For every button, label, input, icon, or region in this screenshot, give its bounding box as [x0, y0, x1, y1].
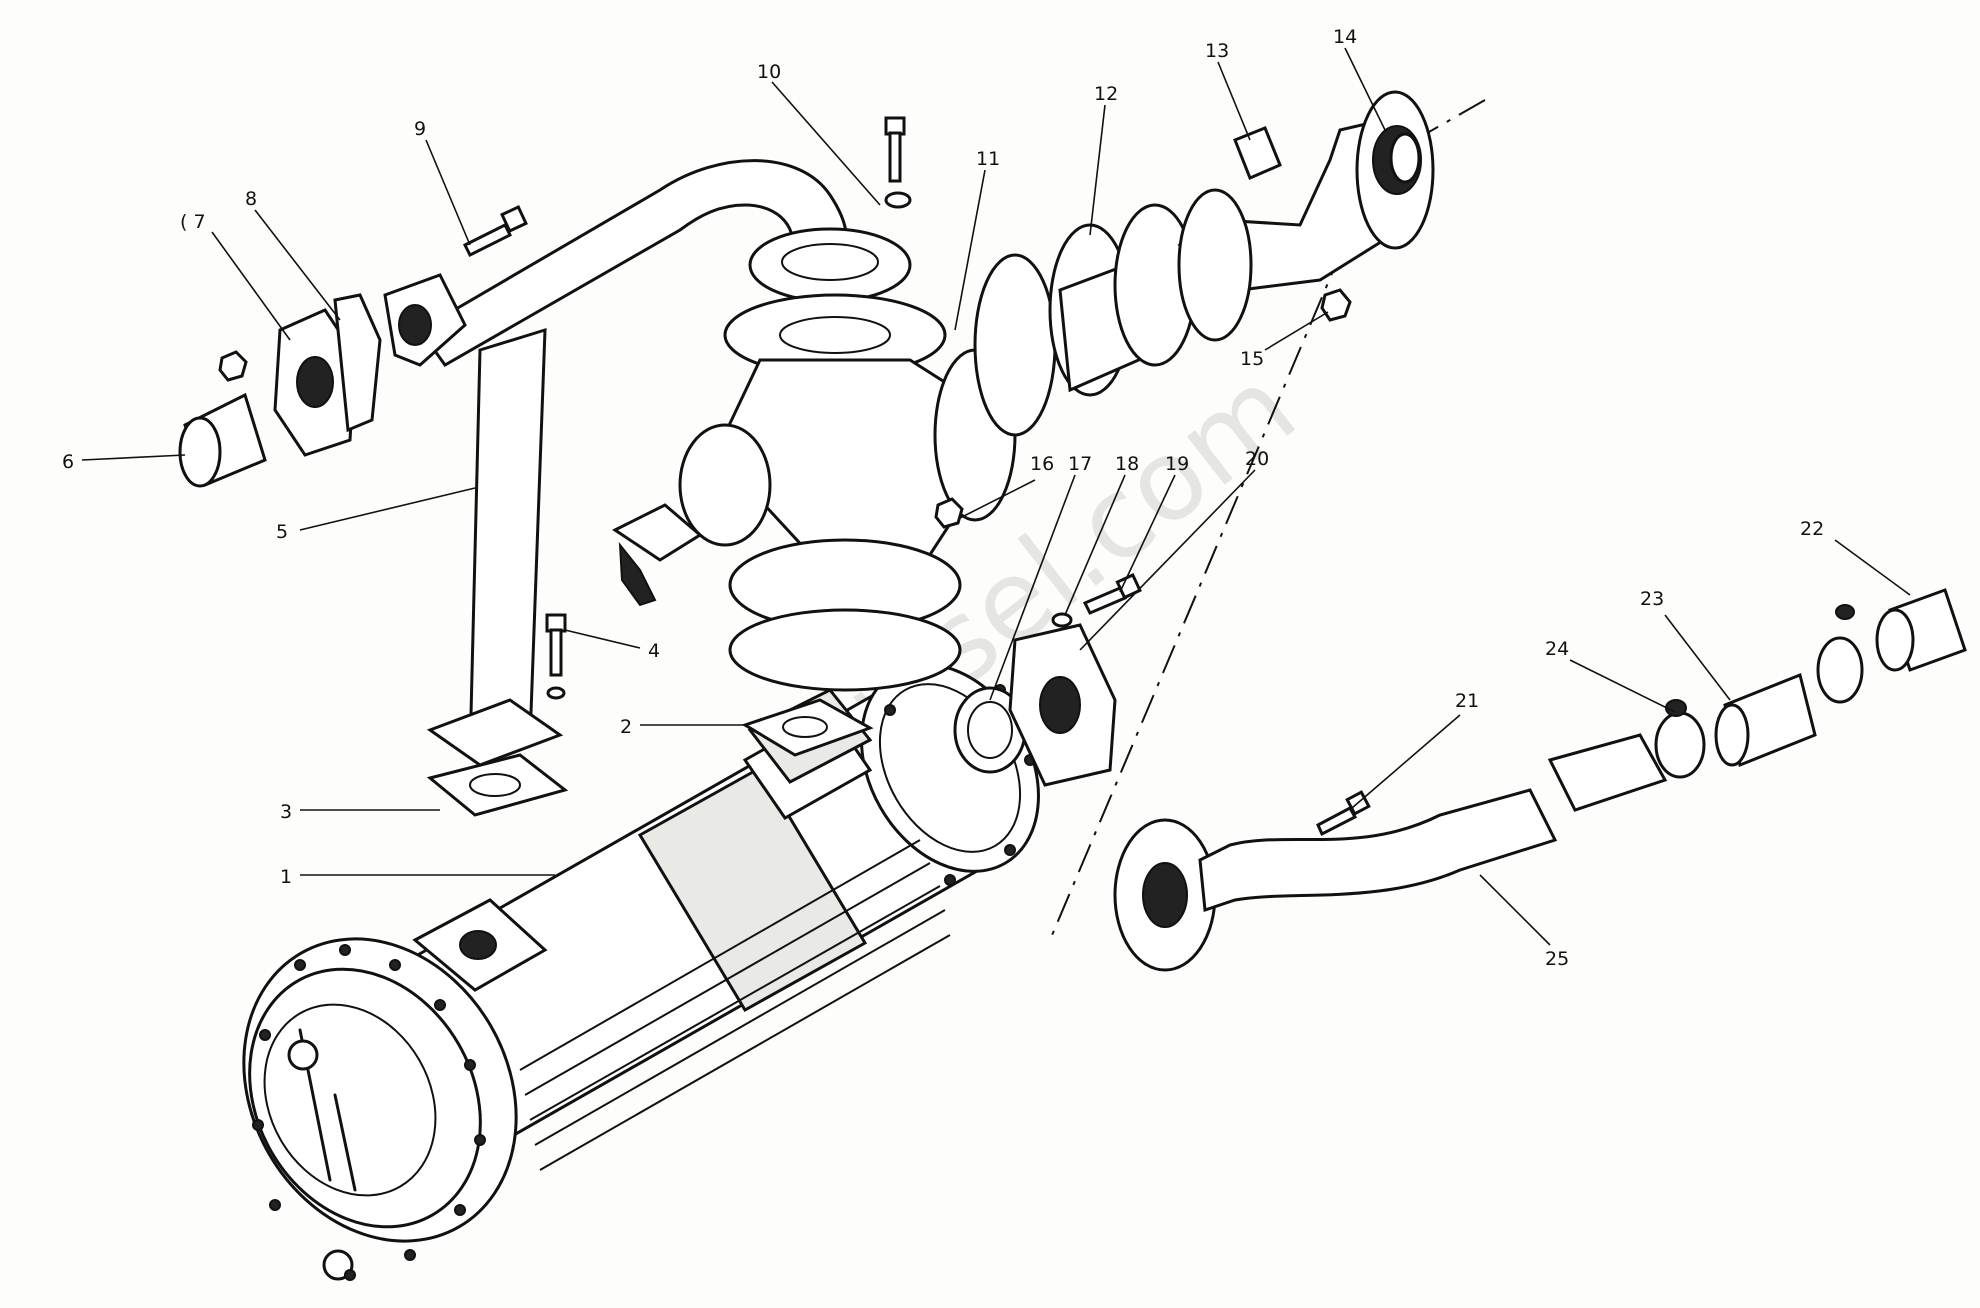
callout-2: 2: [620, 716, 632, 738]
callout-24: 24: [1545, 638, 1569, 660]
part-19-bolt: [1082, 572, 1142, 615]
callout-9: 9: [414, 118, 426, 140]
leader-lines: [81, 47, 1911, 946]
part-2-gasket: [741, 698, 874, 757]
callout-13: 13: [1205, 40, 1229, 62]
part-21-bolt: [1316, 790, 1371, 837]
part-6-cap: [178, 392, 267, 488]
callout-labels: 1 2 3 4 5 6 ( 7 8 9 10 11 12 13 14 15 16…: [62, 26, 1824, 970]
callout-14: 14: [1333, 26, 1357, 48]
part-5-branch-pipe: [426, 327, 564, 767]
part-18-washer: [1051, 612, 1073, 628]
callout-4: 4: [648, 640, 660, 662]
callout-20: 20: [1245, 448, 1269, 470]
callout-11: 11: [976, 148, 1000, 170]
part-7-flange: [273, 308, 357, 457]
part-12-flange-pipe: [973, 203, 1197, 437]
part-22-cap: [1875, 588, 1967, 672]
part-3-gasket: [426, 753, 569, 817]
callout-19: 19: [1165, 453, 1189, 475]
part-16-nut: [934, 497, 964, 529]
callout-12: 12: [1094, 83, 1118, 105]
part-11-valve-body: [612, 293, 1017, 692]
upper-pipe-elbow: [383, 159, 912, 367]
callout-3: 3: [280, 801, 292, 823]
part-14-cap: [1372, 125, 1422, 195]
callout-23: 23: [1640, 588, 1664, 610]
callout-21: 21: [1455, 690, 1479, 712]
callout-1: 1: [280, 866, 292, 888]
part-1-heat-exchanger: [242, 663, 1040, 1281]
callout-10: 10: [757, 61, 781, 83]
part-24-hose-clamp: [1654, 699, 1706, 779]
part-15-nut: [1320, 288, 1352, 322]
part-23-sleeve: [1714, 672, 1817, 768]
nut-left: [218, 350, 248, 382]
callout-17: 17: [1068, 453, 1092, 475]
clamp-upper: [1816, 604, 1864, 704]
part-4-bolt: [545, 613, 567, 700]
callout-6: 6: [62, 451, 74, 473]
part-9-bolt: [462, 205, 528, 258]
callout-25: 25: [1545, 948, 1569, 970]
part-8-gasket: [333, 293, 382, 433]
part-10-bolt: [884, 116, 912, 209]
callout-5: 5: [276, 521, 288, 543]
callout-22: 22: [1800, 518, 1824, 540]
stray-mark: ( 7: [180, 211, 206, 233]
part-20-flange: [1008, 623, 1117, 787]
callout-16: 16: [1030, 453, 1054, 475]
part-25-outlet-hose: [1113, 733, 1668, 972]
callout-18: 18: [1115, 453, 1139, 475]
callout-15: 15: [1240, 348, 1264, 370]
callout-8: 8: [245, 188, 257, 210]
